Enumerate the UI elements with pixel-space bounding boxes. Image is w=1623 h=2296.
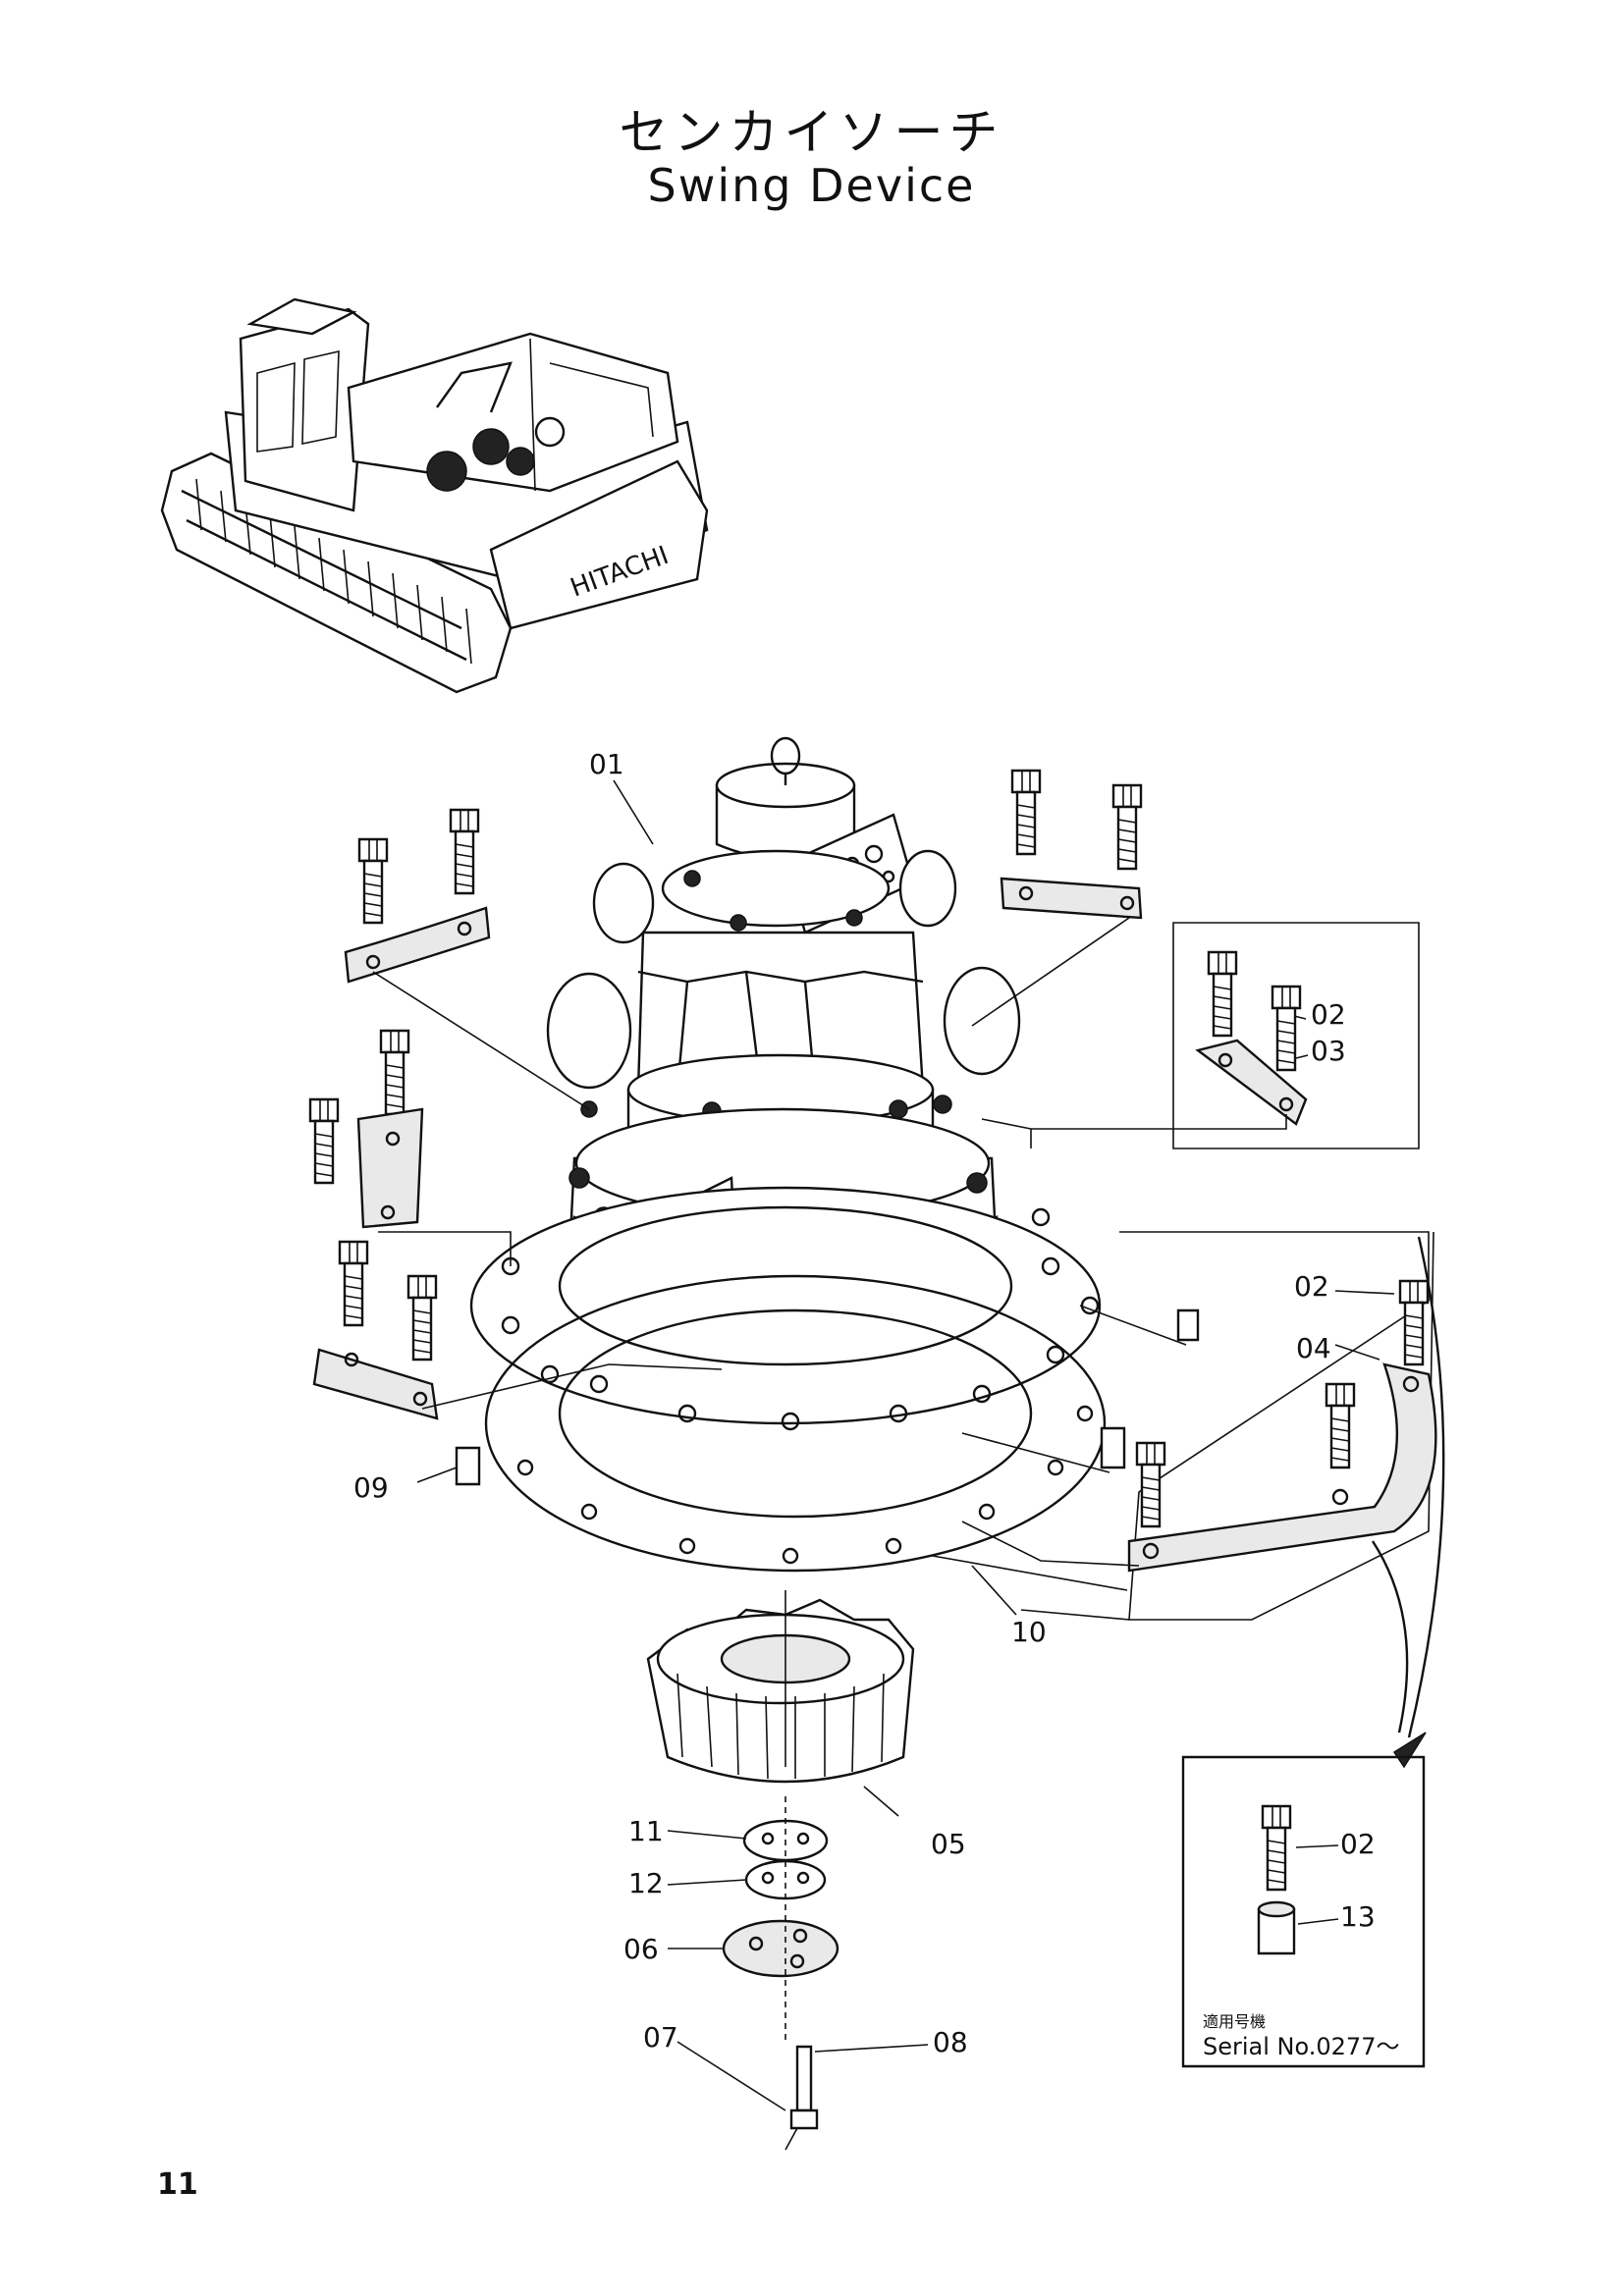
arc-plate-assembly bbox=[932, 1231, 1445, 1769]
leader-lines bbox=[416, 779, 1395, 2111]
callout-11: 11 bbox=[628, 1815, 664, 1847]
callout-09: 09 bbox=[353, 1471, 389, 1504]
swing-motor bbox=[469, 736, 1107, 1573]
callout-02-serial: 02 bbox=[1340, 1828, 1376, 1860]
inset-serial-variant bbox=[1181, 1755, 1426, 2068]
bolt-set-left-lower bbox=[312, 1240, 723, 1420]
serial-number-text: Serial No.0277～ bbox=[1203, 2033, 1399, 2060]
callout-01: 01 bbox=[589, 748, 624, 780]
callout-07: 07 bbox=[643, 2021, 678, 2054]
inset-bolt-plate bbox=[981, 922, 1420, 1149]
page-number: 11 bbox=[157, 2167, 198, 2202]
callout-03: 03 bbox=[1311, 1035, 1346, 1067]
callout-06: 06 bbox=[623, 1933, 659, 1965]
callout-08: 08 bbox=[933, 2026, 968, 2058]
callout-04: 04 bbox=[1296, 1332, 1331, 1364]
title-japanese: センカイソーチ bbox=[619, 104, 1004, 161]
bolt-set-left-upper bbox=[344, 808, 590, 1110]
title-english: Swing Device bbox=[647, 159, 976, 212]
callout-labels: 01 02 03 02 04 09 10 05 11 12 06 07 08 0… bbox=[353, 748, 1399, 2060]
bolt-set-right-upper bbox=[971, 769, 1143, 1027]
callout-12: 12 bbox=[628, 1867, 664, 1899]
serial-label-japanese: 適用号機 bbox=[1203, 2012, 1266, 2031]
bolt-08 bbox=[784, 2045, 819, 2151]
callout-02-arc: 02 bbox=[1294, 1270, 1329, 1303]
callout-10: 10 bbox=[1011, 1616, 1047, 1648]
end-plate-06 bbox=[722, 1919, 839, 1978]
bolt-set-left-middle bbox=[308, 1029, 512, 1266]
pinion-gear bbox=[646, 1590, 915, 1784]
excavator-illustration: HITACHI bbox=[160, 297, 709, 694]
callout-02-inset: 02 bbox=[1311, 998, 1346, 1031]
plugs bbox=[455, 1305, 1200, 1486]
callout-05: 05 bbox=[931, 1828, 966, 1860]
callout-13: 13 bbox=[1340, 1900, 1376, 1933]
